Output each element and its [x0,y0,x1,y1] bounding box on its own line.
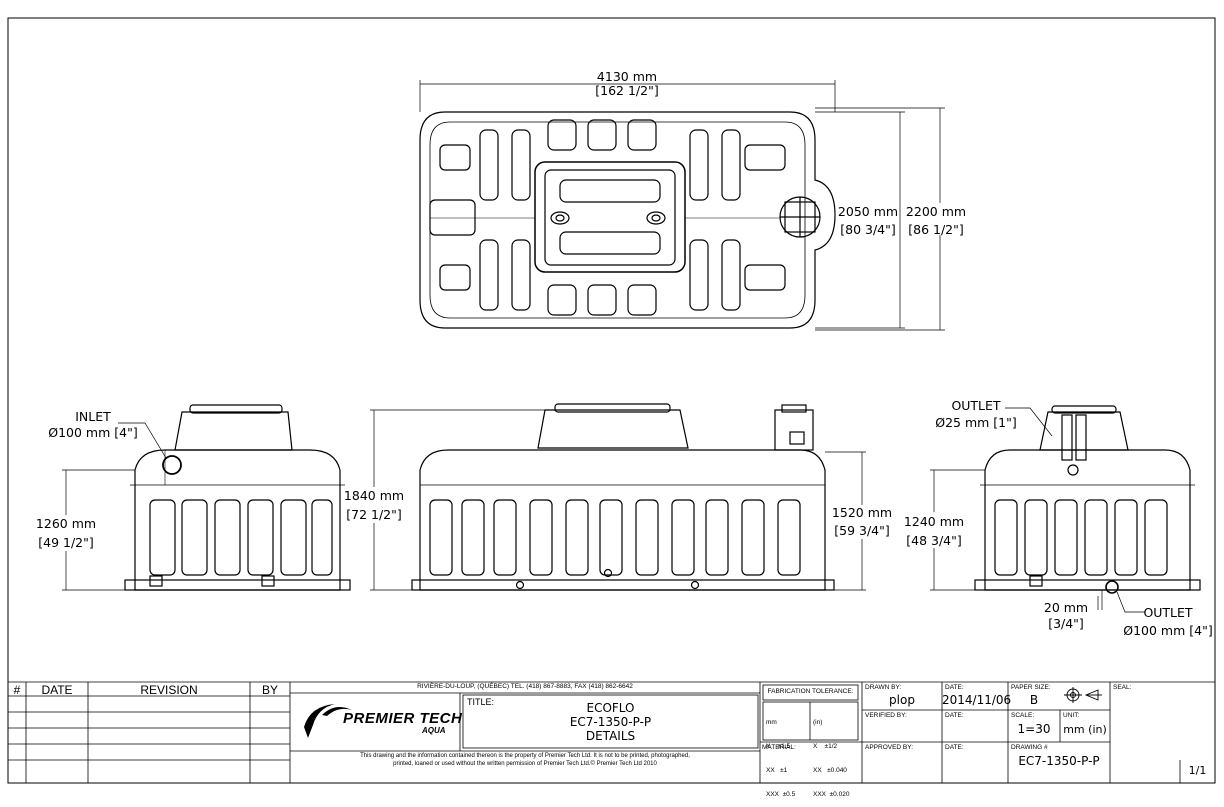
rev-col-date: DATE [41,683,73,697]
rev-col-by: BY [261,683,278,697]
front-overall-in: [72 1/2"] [346,507,402,522]
copyright-notice: This drawing and the information contain… [290,752,760,768]
company-address: RIVIÈRE-DU-LOUP, (QUÉBEC) TEL. (418) 867… [417,683,633,690]
drawing-number-label: DRAWING # [1011,744,1048,751]
tol-mm-1: X ±1.5 [766,743,791,750]
date-label-2: DATE: [945,712,964,719]
paper-size-label: PAPER SIZE: [1011,684,1051,691]
drawn-by-label: DRAWN BY: [865,684,902,691]
paper-size-value: B [1029,693,1039,707]
left-height-mm: 1260 mm [36,516,96,531]
inlet-size: Ø100 mm [4"] [48,425,137,440]
copyright-line-2: printed, loaned or used without the writ… [393,761,657,767]
company-sub: AQUA [422,726,446,735]
tol-in-2: XX ±0.040 [813,767,847,774]
drawn-by-value: plop [889,693,915,707]
top-h2-mm: 2200 mm [906,204,966,219]
premier-tech-logo-icon [304,704,352,738]
right-side-view [974,405,1201,594]
tol-mm-2: XX ±1 [766,767,788,774]
drop-in: [3/4"] [1048,616,1084,631]
seal-label: SEAL: [1113,684,1132,691]
approved-by-label: APPROVED BY: [865,744,914,751]
date-value: 2014/11/06 [942,693,1012,707]
top-width-in: [162 1/2"] [595,83,658,98]
company-name: PREMIER TECH [343,710,463,727]
drawing-title: ECOFLO EC7-1350-P-P DETAILS [463,701,758,743]
drawing-number-value: EC7-1350-P-P [1018,754,1100,768]
top-width-mm: 4130 mm [597,69,657,84]
outlet-bottom-size: Ø100 mm [4"] [1123,623,1212,638]
outlet-top-size: Ø25 mm [1"] [935,415,1017,430]
outlet-bottom-label: OUTLET [1143,605,1192,620]
rev-col-revision: REVISION [140,683,198,697]
title-line-1: ECOFLO [586,701,635,715]
title-line-3: DETAILS [585,729,636,743]
tol-in-header: (in) [813,719,823,726]
title-block-lines [8,681,1215,783]
front-overall-mm: 1840 mm [344,488,404,503]
material-label: MATERIAL: [762,744,796,751]
sheet-border [7,17,1216,784]
tol-in-1: X ±1/2 [813,743,838,750]
front-body-in: [59 3/4"] [834,523,890,538]
top-h2-in: [86 1/2"] [908,222,964,237]
scale-value: 1=30 [1017,722,1051,736]
top-view [419,111,836,329]
rev-col-number: # [13,683,21,697]
verified-by-label: VERIFIED BY: [865,712,907,719]
inlet-label: INLET [75,409,111,424]
tol-in-3: XXX ±0.020 [813,791,850,798]
front-body-mm: 1520 mm [832,505,892,520]
left-side-view [124,404,351,591]
front-view [411,403,835,591]
unit-label: UNIT: [1063,712,1080,719]
tol-mm-3: XXX ±0.5 [766,791,796,798]
outlet-top-label: OUTLET [951,398,1000,413]
right-height-in: [48 3/4"] [906,533,962,548]
tolerance-mm: mm X ±1.5 XX ±1 XXX ±0.5 [766,703,795,807]
date-label-3: DATE: [945,744,964,751]
projection-symbol-icon [1064,687,1102,703]
tol-mm-header: mm [766,719,777,726]
scale-label: SCALE: [1011,712,1035,719]
drop-mm: 20 mm [1044,600,1088,615]
title-line-2: EC7-1350-P-P [569,715,652,729]
right-height-mm: 1240 mm [904,514,964,529]
tolerance-header: FABRICATION TOLERANCE: [767,688,854,695]
unit-value: mm (in) [1063,723,1107,736]
sheet-number: 1/1 [1188,764,1207,777]
left-height-in: [49 1/2"] [38,535,94,550]
title-label: TITLE: [467,697,495,707]
copyright-line-1: This drawing and the information contain… [360,753,690,759]
top-h1-mm: 2050 mm [838,204,898,219]
date-label-1: DATE: [945,684,964,691]
tolerance-in: (in) X ±1/2 XX ±0.040 XXX ±0.020 [813,703,849,807]
top-h1-in: [80 3/4"] [840,222,896,237]
